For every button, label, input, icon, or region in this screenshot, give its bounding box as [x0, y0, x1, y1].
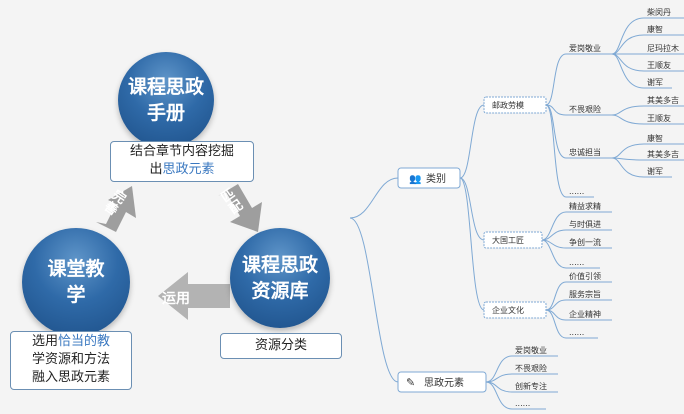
culture-item: 企业精神 — [569, 309, 601, 319]
postal-group-label: 忠诚担当 — [569, 147, 601, 157]
classroom-title-line1: 课堂教 — [47, 258, 105, 280]
craftsman-item: 争创一流 — [569, 237, 601, 247]
pen-icon: ✎ — [406, 376, 415, 389]
teaching-cycle-diagram: 匹配 运用 完善 课程思政手册 结合章节内容挖掘 出思政元素 课程思政资源库 资… — [10, 52, 342, 390]
element-item: 爱岗敬业 — [515, 345, 547, 355]
resource-db-title-line1: 课程思政 — [241, 254, 318, 276]
leaf-item: 王顺友 — [647, 60, 671, 70]
elements-node-label: 思政元素 — [424, 376, 464, 389]
classroom-circle: 课堂教学 — [22, 228, 130, 336]
culture-item: 价值引领 — [569, 271, 601, 281]
craftsman-item: 精益求精 — [569, 201, 601, 211]
handbook-circle: 课程思政手册 — [118, 52, 214, 148]
classroom-desc-line2: 学资源和方法 — [31, 352, 110, 367]
leaf-item: 王顺友 — [647, 113, 671, 123]
culture-item: 服务宗旨 — [569, 289, 601, 299]
category-postal-model: 邮政劳模 — [492, 100, 524, 110]
classroom-desc-prefix: 选用 — [31, 334, 58, 349]
resource-db-title-line2: 资源库 — [251, 280, 309, 302]
resource-db-circle: 课程思政资源库 — [230, 228, 330, 328]
element-item: 不畏艰险 — [515, 363, 547, 373]
element-item: 创新专注 — [515, 381, 547, 391]
leaf-item: 柴闵丹 — [647, 7, 671, 17]
leaf-item: 谢军 — [647, 166, 663, 176]
classroom-title-line2: 学 — [66, 284, 86, 306]
handbook-desc-prefix: 出 — [149, 162, 163, 177]
handbook-desc-box: 结合章节内容挖掘 出思政元素 — [110, 141, 254, 182]
postal-group-label: 爱岗敬业 — [569, 43, 601, 53]
postal-group-label: 不畏艰险 — [569, 104, 601, 114]
leaf-item: 其美多吉 — [647, 149, 679, 159]
category-node-box — [397, 167, 461, 189]
arrow-apply-label: 运用 — [162, 291, 190, 307]
leaf-item: 谢军 — [647, 77, 663, 87]
apply-arrow — [158, 272, 230, 320]
match-arrow — [218, 184, 262, 232]
leaf-item: 康智 — [647, 24, 663, 34]
classroom-desc-box: 选用恰当的教 学资源和方法 融入思政元素 — [10, 331, 132, 390]
handbook-desc-highlight: 思政元素 — [162, 162, 215, 177]
cycle-arrows — [96, 184, 262, 320]
people-icon: 👥 — [409, 174, 421, 185]
category-culture: 企业文化 — [492, 305, 524, 315]
postal-group-label: ...... — [569, 187, 584, 196]
leaf-item: 尼玛拉木 — [647, 43, 679, 53]
elements-node-box — [397, 371, 487, 393]
element-item: ...... — [515, 399, 530, 408]
classroom-desc-line3: 融入思政元素 — [31, 370, 110, 385]
resource-desc-box: 资源分类 — [220, 333, 342, 359]
category-craftsman-box — [483, 231, 543, 249]
leaf-item: 康智 — [647, 133, 663, 143]
category-culture-box — [483, 301, 547, 319]
improve-arrow — [96, 186, 136, 232]
craftsman-item: ...... — [569, 258, 584, 267]
leaf-item: 其美多吉 — [647, 95, 679, 105]
category-node-label: 类别 — [426, 172, 446, 185]
category-craftsman: 大国工匠 — [492, 235, 524, 245]
classroom-desc-highlight: 恰当的教 — [58, 334, 111, 349]
handbook-desc-line1: 结合章节内容挖掘 — [129, 144, 234, 159]
handbook-title-line2: 手册 — [146, 102, 185, 124]
handbook-title-line1: 课程思政 — [127, 76, 204, 98]
category-postal-model-box — [483, 96, 547, 114]
culture-item: ...... — [569, 328, 584, 337]
craftsman-item: 与时俱进 — [569, 219, 601, 229]
